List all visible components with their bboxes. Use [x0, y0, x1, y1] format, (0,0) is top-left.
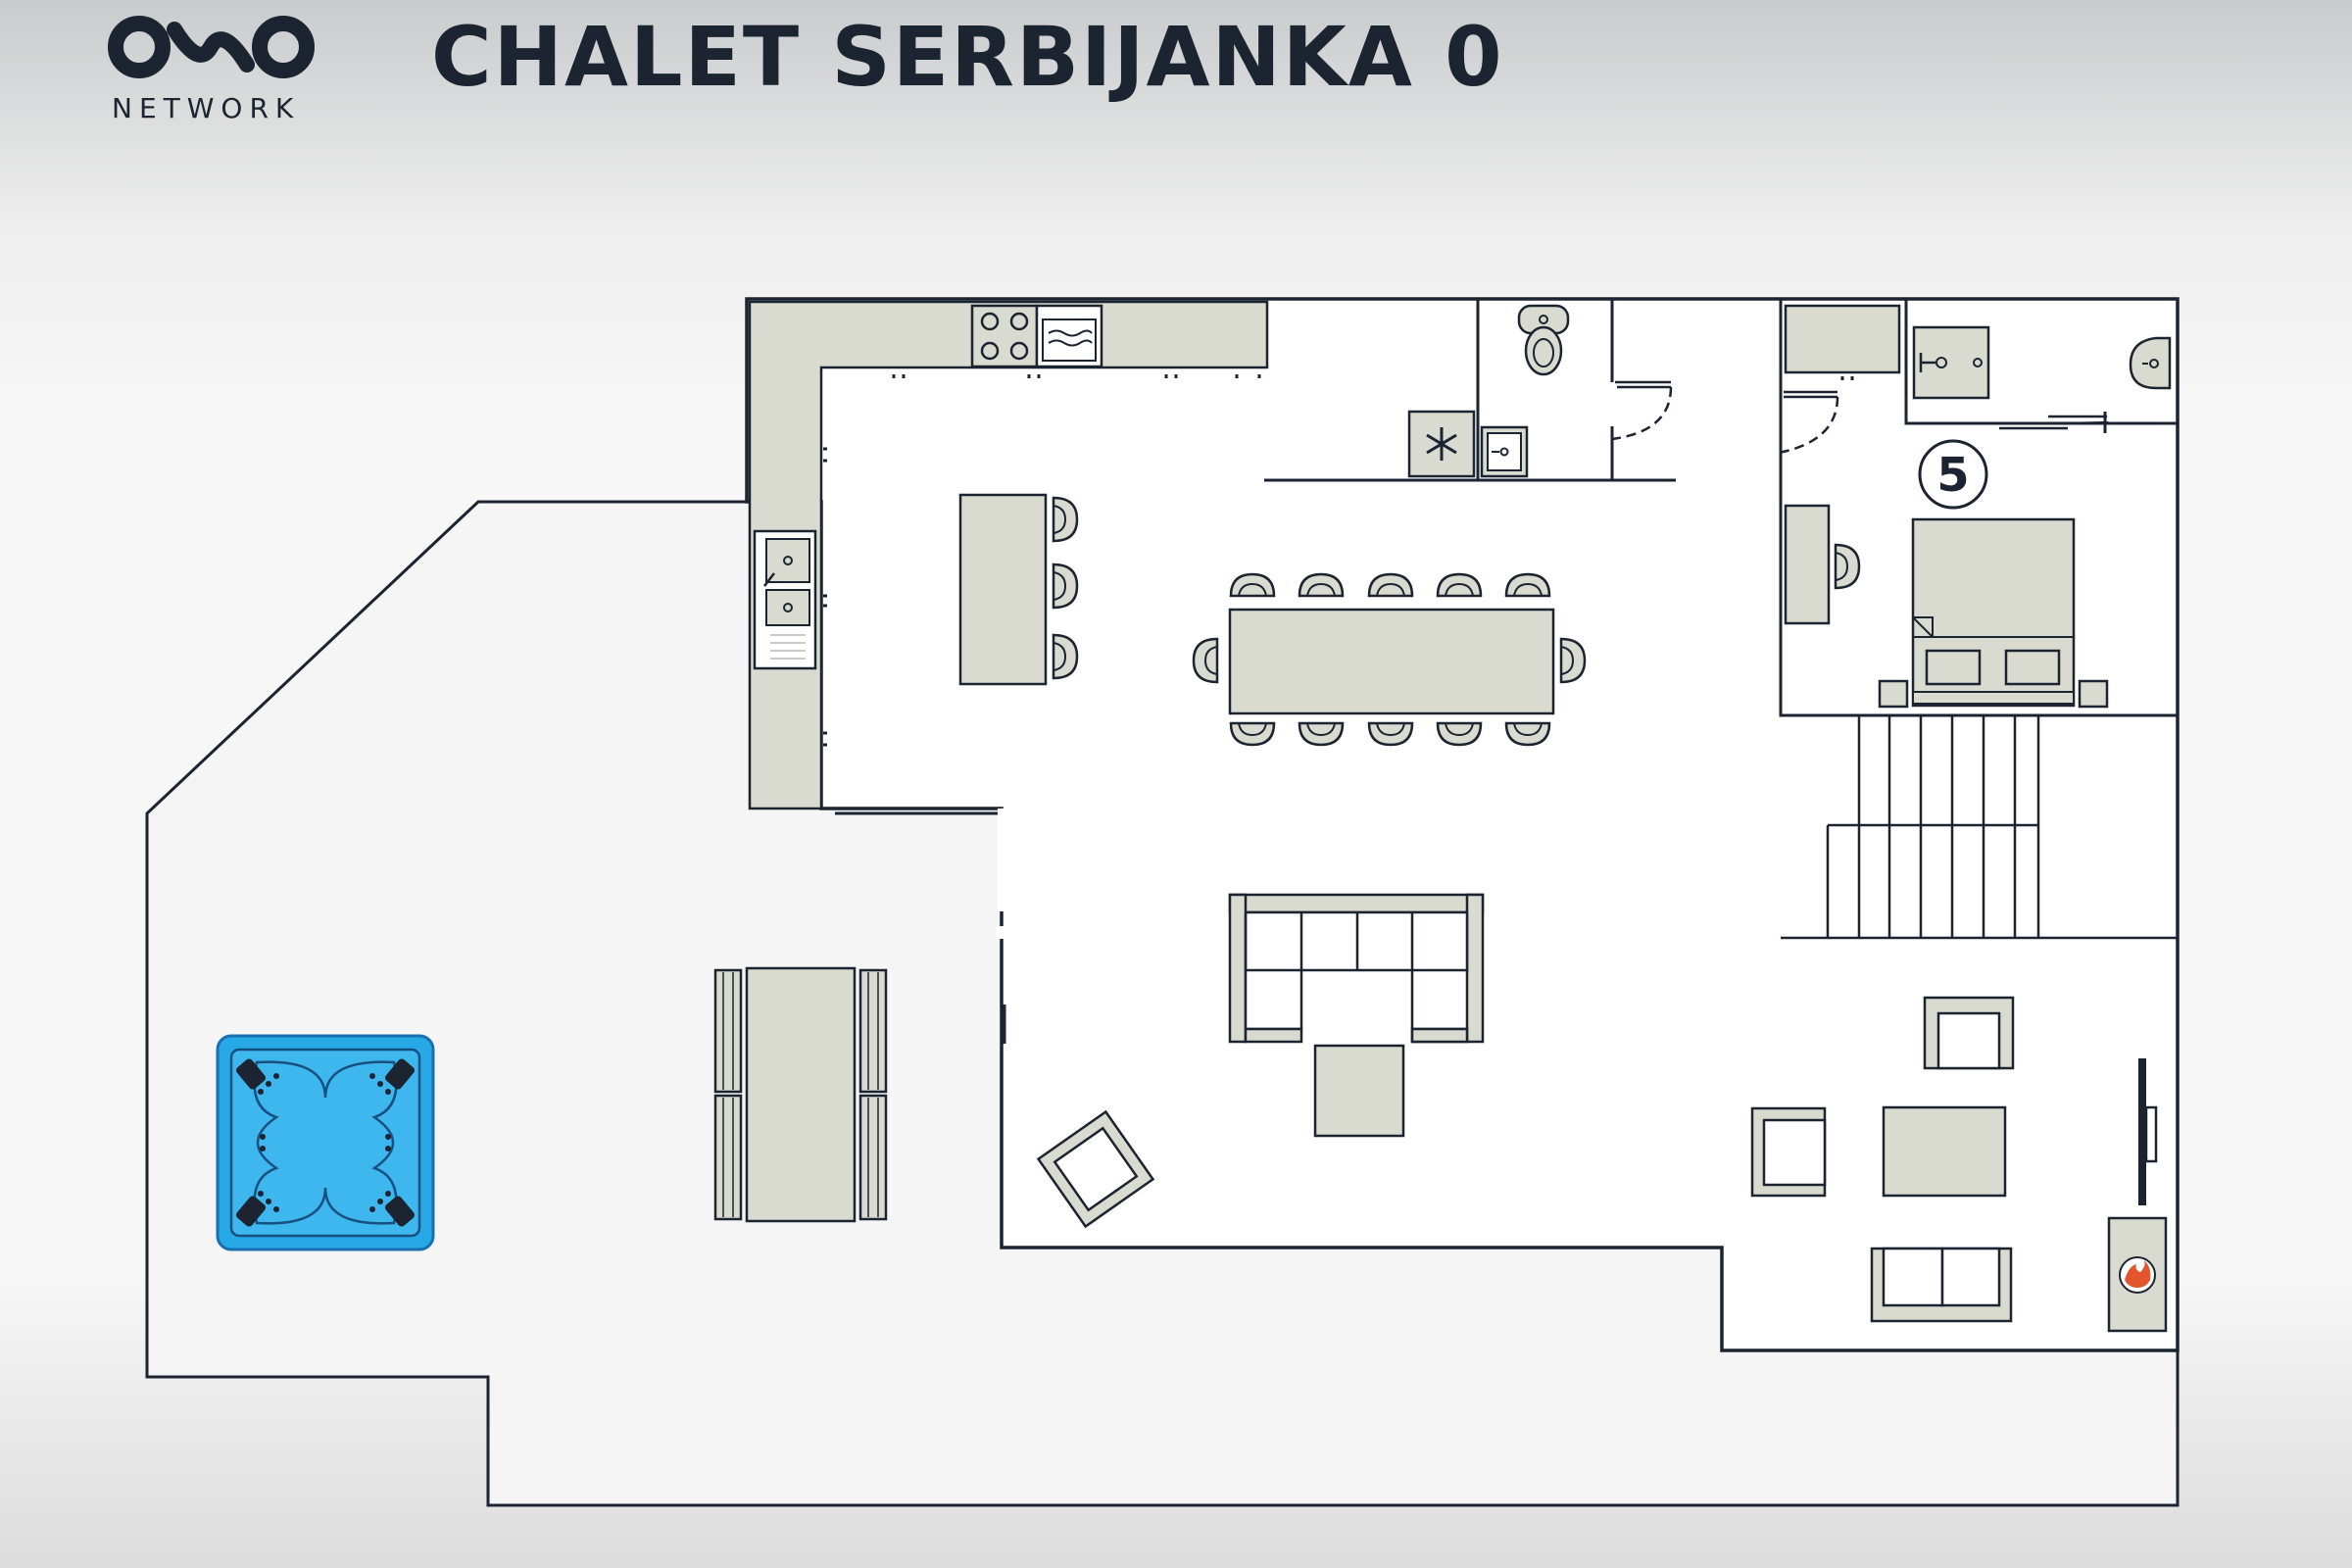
dining-table: [1228, 608, 1555, 715]
hot-tub-icon: [216, 1034, 435, 1251]
staircase: [1781, 715, 2178, 940]
cooktop-icon: [970, 304, 1039, 368]
shower-icon: [1912, 325, 1990, 400]
armchair-left: [1750, 1106, 1827, 1198]
kitchen-counter: [748, 300, 1269, 810]
bedroom-desk: [1784, 504, 1831, 625]
logo-mark-icon: [108, 16, 315, 78]
toilet-icon: [1517, 304, 1570, 376]
fireplace-icon: [2107, 1216, 2168, 1333]
brand-logo: NETWORK: [98, 10, 323, 127]
armchair-rotated: [1036, 1109, 1155, 1229]
oven-icon: [1035, 304, 1103, 368]
double-bed: [1878, 517, 2109, 709]
room-number: 5: [1936, 448, 1969, 503]
wc-sink-icon: [1480, 425, 1529, 478]
sectional-sofa: [1228, 893, 1485, 1044]
logo-text: NETWORK: [112, 92, 301, 124]
armchair-top: [1923, 996, 2015, 1070]
freezer-icon: [1407, 410, 1476, 478]
coffee-table: [1313, 1044, 1405, 1138]
room-number-badge: 5: [1918, 439, 1988, 510]
bathroom-sink-icon: [2129, 336, 2172, 390]
bedroom-wardrobe: [1784, 304, 1901, 374]
outdoor-dining-set: [713, 966, 888, 1223]
page-title: CHALET SERBIJANKA 0: [431, 9, 1504, 105]
kitchen-sink-icon: [753, 529, 817, 670]
loveseat: [1870, 1247, 2013, 1323]
tv-icon: [2138, 1058, 2158, 1205]
lounge-table: [1882, 1105, 2007, 1198]
kitchen-island: [958, 493, 1048, 686]
